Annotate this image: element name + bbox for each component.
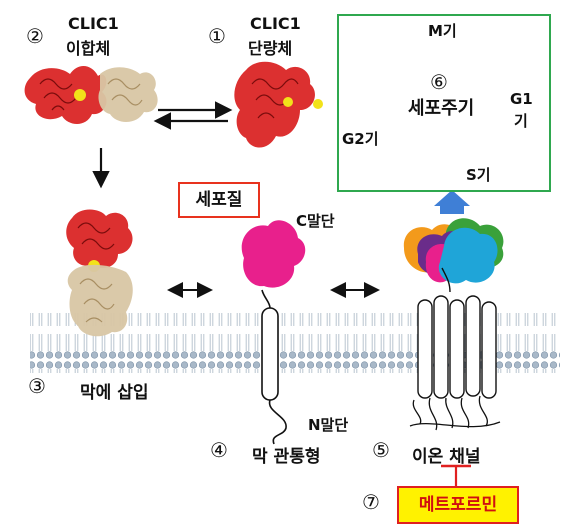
label-num-6: ⑥ — [430, 70, 448, 94]
clic1-dimer-structure — [24, 65, 158, 124]
label-num-5: ⑤ — [372, 438, 390, 462]
ion-channel-label: 이온 채널 — [412, 447, 481, 467]
clic1-dimer-subtitle: 이합체 — [66, 39, 111, 58]
metformin-label: 메트포르민 — [397, 486, 519, 524]
ion-channel-complex — [403, 218, 504, 431]
cell-cycle-title: 세포주기 — [408, 98, 475, 119]
clic1-monomer-structure — [234, 61, 323, 148]
g2-phase-label: G2기 — [342, 130, 379, 148]
clic1-monomer-title: CLIC1 — [250, 14, 301, 33]
upward-arrow — [434, 190, 470, 214]
transmembrane-label: 막 관통형 — [252, 447, 321, 467]
label-num-4: ④ — [210, 438, 228, 462]
g1-phase-label-bottom: 기 — [514, 112, 528, 130]
n-terminus-label: N말단 — [308, 416, 349, 434]
c-terminus-label: C말단 — [296, 212, 335, 230]
clic1-monomer-subtitle: 단량체 — [248, 39, 293, 58]
membrane-insert-label: 막에 삽입 — [80, 383, 149, 403]
inhibition-marker — [441, 464, 471, 486]
equilibrium-arrows — [153, 101, 233, 130]
cytoplasm-label: 세포질 — [178, 182, 260, 218]
label-num-2: ② — [26, 24, 44, 48]
label-num-7: ⑦ — [362, 490, 380, 514]
label-num-1: ① — [208, 24, 226, 48]
membrane-inserted-clic1 — [66, 209, 133, 337]
label-num-3: ③ — [28, 374, 46, 398]
m-phase-label: M기 — [428, 22, 457, 40]
cell-cycle-box — [337, 14, 551, 192]
g1-phase-label-top: G1 — [510, 90, 533, 108]
s-phase-label: S기 — [466, 166, 491, 184]
transmembrane-protein — [241, 220, 306, 445]
clic1-dimer-title: CLIC1 — [68, 14, 119, 33]
